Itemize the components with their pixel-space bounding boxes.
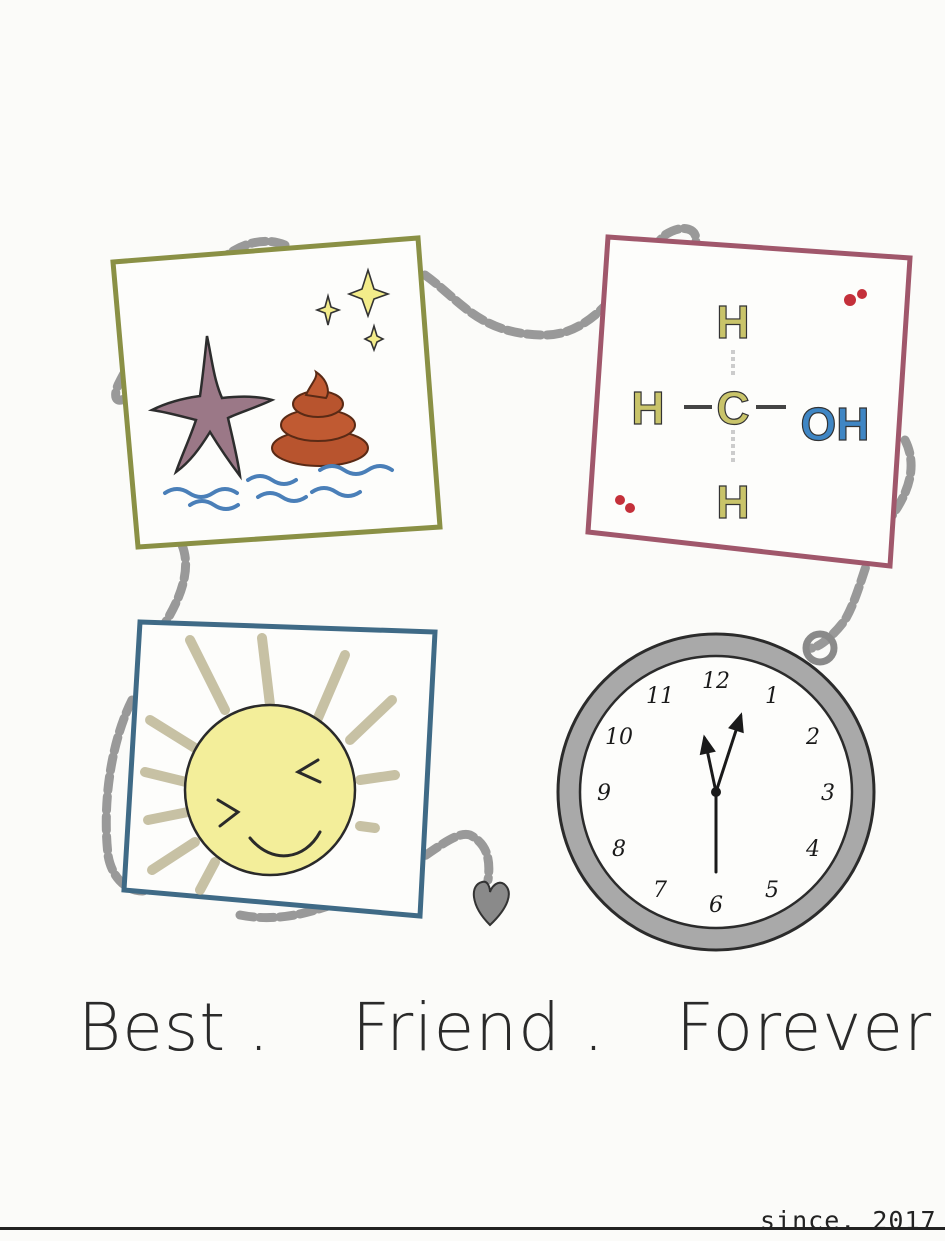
caption-best: Best . (78, 995, 270, 1061)
clock-number-7: 7 (653, 878, 667, 903)
frame-starfish (110, 235, 443, 550)
since-label: since. 2017 (760, 1206, 937, 1235)
clock-number-10: 10 (605, 725, 633, 750)
clock-number-11: 11 (646, 684, 674, 709)
clock-number-5: 5 (765, 878, 779, 903)
sparkle-icon (314, 267, 391, 353)
sun-rays (140, 633, 400, 895)
frame-sun (121, 619, 438, 919)
word-forever: Forever (676, 989, 933, 1066)
clock-number-9: 9 (597, 781, 611, 806)
poop-icon (271, 369, 369, 467)
clock-number-4: 4 (805, 837, 820, 862)
divider-line (0, 1227, 945, 1230)
clock-number-2: 2 (805, 725, 820, 750)
starfish-icon (147, 335, 276, 481)
water-icon (163, 464, 394, 511)
hour-hand-tip (699, 734, 716, 756)
molecule-h-top: H (716, 296, 749, 348)
clock-number-3: 3 (821, 781, 835, 806)
caption-friend: Friend . (352, 995, 605, 1061)
dot-1: . (248, 989, 271, 1066)
clock-number-8: 8 (612, 837, 626, 862)
chain-left-drop (157, 540, 190, 633)
word-friend: Friend (352, 989, 561, 1066)
sun-face (216, 758, 322, 858)
clock-number-6: 6 (709, 893, 723, 918)
molecule-oh: OH (801, 398, 870, 450)
frame-molecule: H H C OH H (585, 234, 913, 569)
heart-icon (472, 880, 510, 927)
sun-icon (183, 703, 357, 877)
clock-number-1: 1 (765, 684, 779, 709)
molecule-h-left: H (631, 382, 664, 434)
clock-hands (699, 712, 744, 874)
caption-forever: Forever . (676, 995, 945, 1061)
minute-hand-tip (728, 712, 744, 734)
chain-top-link (420, 224, 701, 340)
clock-number-12: 12 (702, 669, 730, 694)
word-best: Best (78, 989, 227, 1066)
berry-icon (615, 289, 867, 513)
molecule-h-bottom: H (716, 476, 749, 528)
dot-2: . (582, 989, 605, 1066)
molecule-c: C (716, 382, 749, 434)
